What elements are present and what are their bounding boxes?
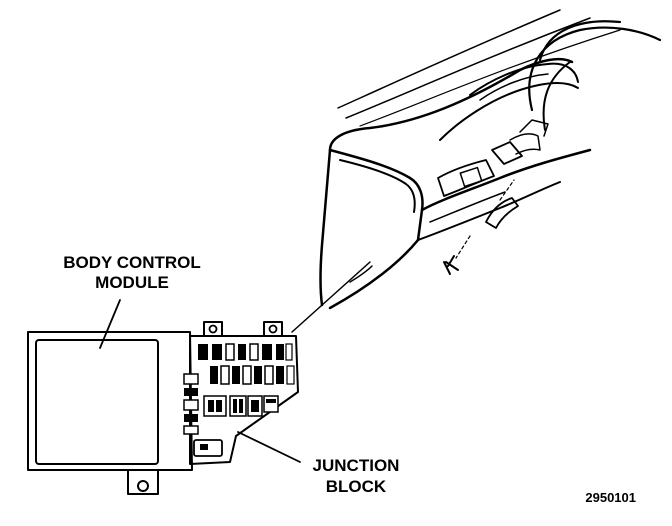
- fuse-column-left: [183, 373, 199, 435]
- body-control-module-label-line2: MODULE: [95, 273, 169, 292]
- screw-icon: [443, 255, 459, 275]
- junction-block-label-line1: JUNCTION: [313, 456, 400, 475]
- body-control-module-label-line1: BODY CONTROL: [63, 253, 201, 272]
- fuse-row-top: [198, 343, 293, 361]
- junction-leader-line: [237, 431, 301, 463]
- bcm-leader-line: [99, 299, 121, 349]
- junction-block: [183, 321, 299, 465]
- figure-number: 2950101: [585, 490, 636, 505]
- relay-cluster: [203, 395, 279, 417]
- instrument-panel-illustration: [291, 9, 662, 333]
- junction-block-label-line2: BLOCK: [326, 477, 387, 496]
- fuse-row-middle: [210, 365, 295, 385]
- body-control-module: [27, 331, 193, 495]
